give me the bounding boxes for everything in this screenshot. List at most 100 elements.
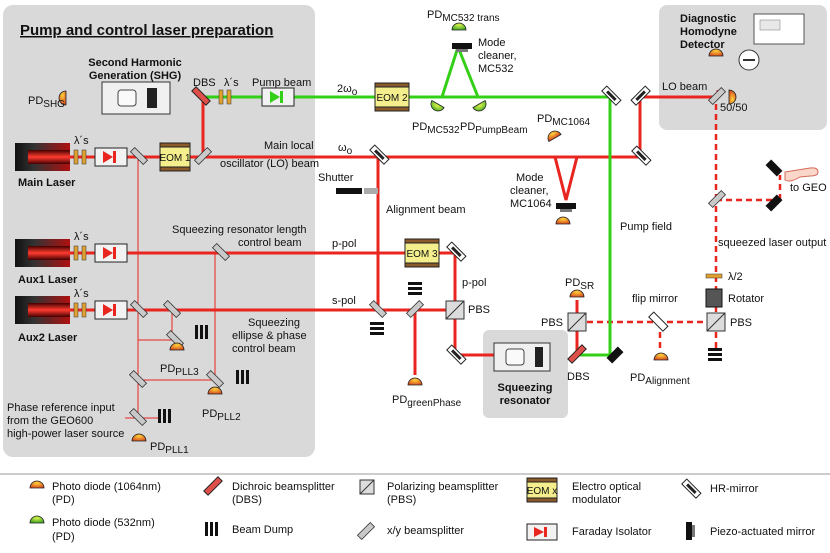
svg-text:Faraday Isolator: Faraday Isolator xyxy=(572,526,652,538)
aux1-laser xyxy=(15,239,70,267)
main-laser xyxy=(15,143,70,171)
sqz-len-label-line2: control beam xyxy=(238,237,302,249)
svg-text:Photo diode (1064nm): Photo diode (1064nm) xyxy=(52,481,161,493)
mc532-label-line2: cleaner, xyxy=(478,50,517,62)
lo-beam2-label: LO beam xyxy=(662,81,707,93)
legend-pd-red: Photo diode (1064nm) (PD) xyxy=(29,480,161,506)
lambda-aux1-label: λ´s xyxy=(74,231,89,243)
svg-text:Polarizing beamsplitter: Polarizing beamsplitter xyxy=(387,481,499,493)
half-wave-label: λ/2 xyxy=(728,271,743,283)
photodiodes xyxy=(58,22,737,442)
svg-text:HR-mirror: HR-mirror xyxy=(710,483,759,495)
sqz-ell-label-line2: ellipse & phase xyxy=(232,330,307,342)
pd-pll1-label: PDPLL1 xyxy=(150,441,189,456)
pd-mc1064-label: PDMC1064 xyxy=(537,113,591,128)
mc1064-ring xyxy=(553,156,579,201)
sqz-out-label: squeezed laser output xyxy=(718,237,826,249)
pbs2-label: PBS xyxy=(541,317,563,329)
svg-text:modulator: modulator xyxy=(572,494,621,506)
legend-xy: x/y beamsplitter xyxy=(356,521,464,541)
aux2-laser xyxy=(15,296,70,324)
svg-text:(PBS): (PBS) xyxy=(387,494,416,506)
svg-text:Photo diode (532nm): Photo diode (532nm) xyxy=(52,517,155,529)
svg-text:Beam Dump: Beam Dump xyxy=(232,524,293,536)
faraday-isolators xyxy=(94,87,295,320)
sqz-ell-label-line3: control beam xyxy=(232,343,296,355)
pd-pump-label: PDPumpBeam xyxy=(460,121,528,136)
phase-ref-label-line1: Phase reference input xyxy=(7,402,115,414)
mc532-label-line1: Mode xyxy=(478,37,506,49)
detector-title-line1: Diagnostic xyxy=(680,13,736,25)
pd-shg-label: PDSHG xyxy=(28,95,65,110)
legend-piezo: Piezo-actuated mirror xyxy=(686,522,815,540)
pd-pll3-label: PDPLL3 xyxy=(160,363,199,378)
shg-label-line2: Generation (SHG) xyxy=(89,70,182,82)
flip-mirror-label: flip mirror xyxy=(632,293,678,305)
svg-text:Dichroic beamsplitter: Dichroic beamsplitter xyxy=(232,481,335,493)
waveplates xyxy=(73,89,232,318)
svg-text:(PD): (PD) xyxy=(52,494,75,506)
svg-text:x/y beamsplitter: x/y beamsplitter xyxy=(387,525,464,537)
hr-mirrors xyxy=(369,85,669,365)
pd-pll2-label: PDPLL2 xyxy=(202,408,241,423)
lo-beam-label-line2: oscillator (LO) beam xyxy=(220,158,319,170)
mc1064-label-line3: MC1064 xyxy=(510,198,552,210)
eom2-label: EOM 2 xyxy=(376,93,408,104)
pbs1-label: PBS xyxy=(468,304,490,316)
lo-beam-label-line1: Main local xyxy=(264,140,314,152)
s-pol-label: s-pol xyxy=(332,295,356,307)
pd-mc532-trans-label: PDMC532 trans xyxy=(427,9,500,24)
svg-text:(DBS): (DBS) xyxy=(232,494,262,506)
mc1064-label-line1: Mode xyxy=(516,172,544,184)
squeezing-resonator-crystal xyxy=(493,342,551,372)
dichroic-beamsplitters xyxy=(191,86,587,364)
aux2-laser-label: Aux2 Laser xyxy=(18,332,78,344)
eom1-label: EOM 1 xyxy=(159,153,191,164)
xy-beamsplitters xyxy=(128,86,727,427)
split-label: 50/50 xyxy=(720,102,748,114)
lambda-main-label: λ´s xyxy=(74,135,89,147)
dbs2-label: DBS xyxy=(567,371,590,383)
pump-beam-label: Pump beam xyxy=(252,77,311,89)
omega-label: ωo xyxy=(338,142,353,157)
legend-dump: Beam Dump xyxy=(205,522,293,536)
two-omega-label: 2ωo xyxy=(337,83,358,98)
pbs-cubes xyxy=(445,300,726,332)
sqz-len-label-line1: Squeezing resonator length xyxy=(172,224,307,236)
sqz-res-label-line2: resonator xyxy=(500,395,551,407)
eom3-label: EOM 3 xyxy=(406,249,438,260)
lambda-aux2-label: λ´s xyxy=(74,288,89,300)
legend-dbs: Dichroic beamsplitter (DBS) xyxy=(203,476,335,506)
detector-title-line3: Detector xyxy=(680,39,725,51)
piezo-mirrors xyxy=(452,43,783,364)
shg-crystal xyxy=(101,81,171,115)
pd-mc532-label: PDMC532 xyxy=(412,121,460,136)
legend-pd-green: Photo diode (532nm) (PD) xyxy=(29,515,155,543)
main-laser-label: Main Laser xyxy=(18,177,76,189)
mc532-label-line3: MC532 xyxy=(478,63,513,75)
legend-pbs: Polarizing beamsplitter (PBS) xyxy=(359,479,499,506)
svg-text:Electro optical: Electro optical xyxy=(572,481,641,493)
detector-title-line2: Homodyne xyxy=(680,26,737,38)
lambda-top-label: λ´s xyxy=(224,77,239,89)
panel-title: Pump and control laser preparation xyxy=(20,22,273,39)
p-pol-label: p-pol xyxy=(332,238,356,250)
p-pol2-label: p-pol xyxy=(462,277,486,289)
beam-dumps xyxy=(158,282,722,423)
eom-boxes xyxy=(159,82,440,268)
sqz-res-label-line1: Squeezing xyxy=(497,382,552,394)
hand-pointer-icon xyxy=(784,167,819,182)
pd-align-label: PDAlignment xyxy=(630,372,690,387)
faraday-rotator xyxy=(705,273,723,308)
laser-prep-panel xyxy=(3,5,315,457)
dbs-label: DBS xyxy=(193,77,216,89)
legend-eom: EOM x Electro optical modulator xyxy=(526,477,641,506)
pd-green-label: PDgreenPhase xyxy=(392,394,462,409)
legend-hr: HR-mirror xyxy=(681,478,759,499)
svg-text:EOM x: EOM x xyxy=(527,486,558,497)
svg-text:Piezo-actuated mirror: Piezo-actuated mirror xyxy=(710,526,815,538)
phase-ref-label-line3: high-power laser source xyxy=(7,428,124,440)
alignment-beam-label: Alignment beam xyxy=(386,204,466,216)
mc1064-label-line2: cleaner, xyxy=(510,185,549,197)
